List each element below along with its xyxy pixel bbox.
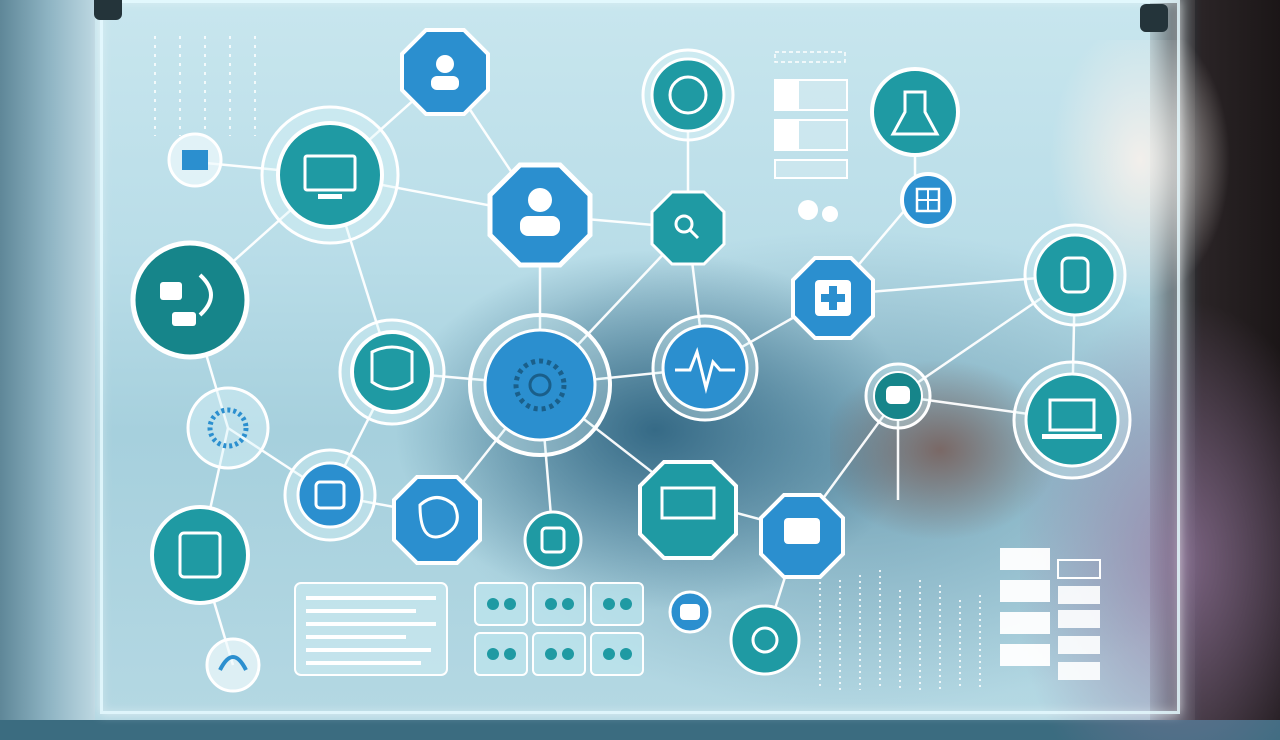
node-ecg — [651, 314, 759, 422]
stethoscope-icon — [198, 273, 213, 317]
flask-icon — [890, 90, 940, 136]
frame-corner-top-right — [1140, 4, 1168, 32]
node-people-small — [798, 200, 838, 222]
brain-icon — [668, 75, 708, 115]
node-doctor-people — [487, 162, 593, 268]
node-brain-chart — [641, 48, 735, 142]
patient-thumbnail-grid — [474, 582, 644, 676]
node-bottom-teal — [729, 604, 801, 676]
monitor-icon — [303, 154, 357, 192]
node-headset — [205, 637, 261, 693]
node-printer — [167, 132, 223, 188]
node-chat — [759, 493, 845, 579]
medical-network-diagram — [130, 28, 1132, 693]
node-medical-kit — [791, 256, 875, 340]
node-lab-flask — [870, 67, 960, 157]
status-bars-bottom-right — [1000, 548, 1101, 680]
network-nodes — [130, 28, 1132, 693]
node-virus-core — [468, 313, 612, 457]
hands-icon — [886, 386, 910, 404]
node-microbe — [186, 386, 270, 470]
status-bars-top-right — [774, 51, 848, 179]
bed-icon — [314, 480, 346, 510]
laptop-icon — [1048, 398, 1096, 432]
heartbeat-icon — [675, 347, 735, 394]
tooth-icon — [540, 526, 566, 554]
virus-small-icon — [751, 626, 779, 654]
capsule-icon — [178, 531, 222, 579]
node-stethoscope — [130, 240, 250, 360]
node-grid-mini — [900, 172, 956, 228]
node-teeth — [523, 510, 583, 570]
microbe-icon — [207, 407, 249, 449]
search-icon — [674, 214, 694, 234]
node-faces — [338, 318, 446, 426]
pill-icon — [1060, 256, 1090, 294]
report-icon — [660, 486, 716, 520]
node-organ — [392, 475, 482, 565]
organ-icon — [418, 496, 459, 539]
node-people-top — [400, 28, 490, 116]
frame-corner-top-left — [94, 0, 122, 20]
node-pharma — [1023, 223, 1127, 327]
node-hospital-bed — [283, 448, 377, 542]
node-search — [650, 190, 726, 266]
node-pills-small — [150, 505, 250, 605]
robot-icon — [680, 604, 700, 620]
node-report — [638, 460, 738, 560]
node-laptop-chart — [1012, 360, 1132, 480]
node-monitor-lab — [260, 105, 400, 245]
printer-icon — [182, 150, 208, 170]
doctor-icon — [528, 188, 552, 212]
face-icon — [370, 345, 414, 391]
people-icon — [436, 55, 454, 73]
headset-icon — [218, 655, 248, 671]
node-hands — [864, 362, 932, 430]
hud-panels — [294, 51, 1101, 680]
hud-ruler-lines — [154, 36, 981, 690]
virus-icon — [513, 358, 567, 412]
node-robot — [668, 590, 712, 634]
chat-icon — [784, 518, 820, 544]
hologram-frame — [100, 0, 1180, 714]
